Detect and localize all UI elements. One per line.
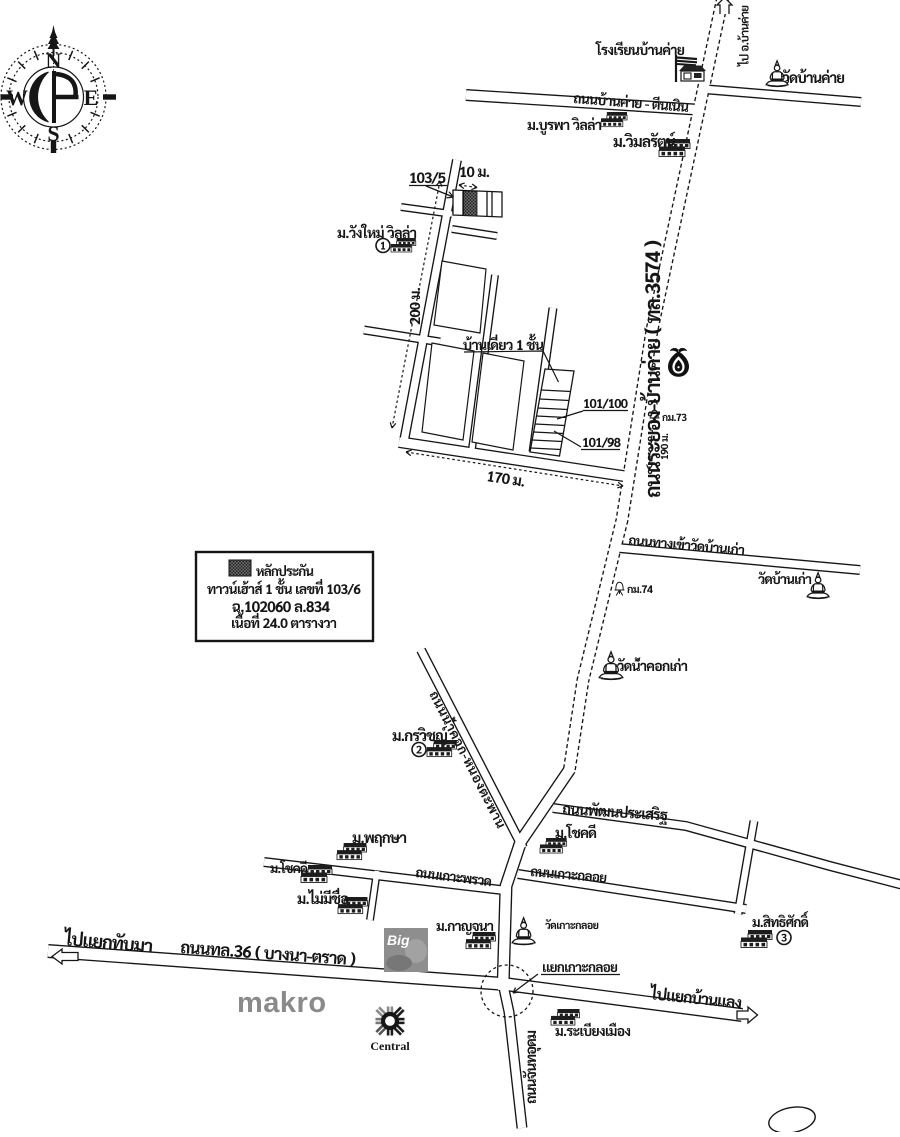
- svg-text:Central: Central: [370, 1039, 410, 1053]
- svg-text:makro: makro: [237, 987, 327, 1019]
- svg-text:Big: Big: [387, 932, 410, 948]
- svg-text:N: N: [46, 48, 62, 73]
- svg-text:E: E: [84, 85, 99, 110]
- svg-text:S: S: [47, 121, 59, 146]
- svg-text:W: W: [6, 85, 28, 110]
